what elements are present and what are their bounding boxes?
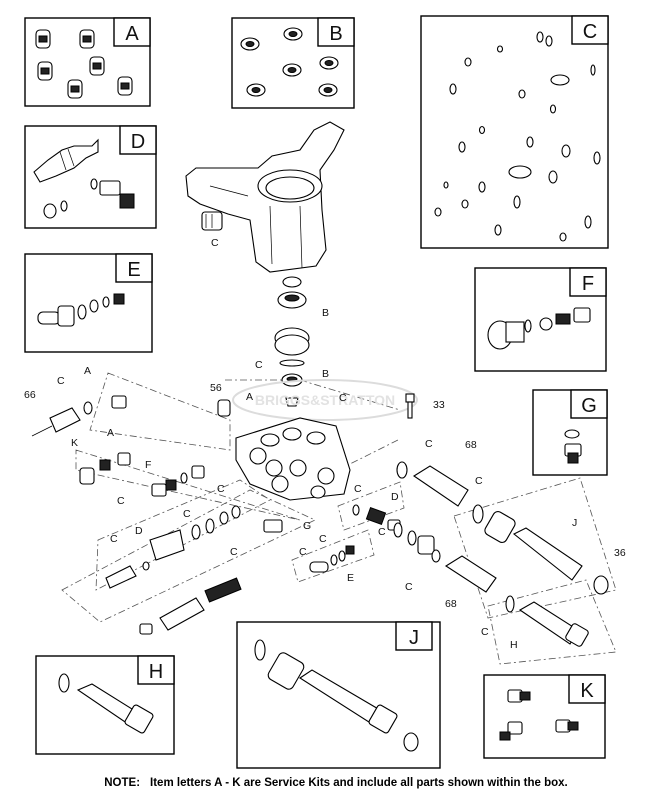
kit-g-box: G bbox=[532, 389, 608, 476]
callout-label: C bbox=[230, 546, 238, 558]
seal-part bbox=[240, 27, 339, 97]
callout-label: C bbox=[354, 483, 362, 495]
shaft-seal-part bbox=[201, 211, 223, 231]
callout-label: C bbox=[117, 495, 125, 507]
note-text: Item letters A - K are Service Kits and … bbox=[150, 777, 568, 789]
callout-label: G bbox=[303, 520, 311, 532]
footer-note: NOTE: Item letters A - K are Service Kits… bbox=[0, 777, 672, 789]
callout-label: C bbox=[339, 392, 347, 404]
kit-c-box: C bbox=[420, 15, 609, 249]
callout-label: C bbox=[255, 359, 263, 371]
kit-e-parts-in-diagram bbox=[309, 545, 355, 573]
callout-label: E bbox=[347, 572, 354, 584]
hose-fitting-assembly-j bbox=[472, 504, 609, 595]
kit-j-letter: J bbox=[409, 627, 419, 649]
kit-b-letter: B bbox=[329, 23, 342, 45]
kit-k-letter: K bbox=[580, 680, 594, 702]
callout-label: C bbox=[481, 626, 489, 638]
callout-label: C bbox=[378, 526, 386, 538]
callout-label: 33 bbox=[433, 399, 445, 411]
kit-f-box: F bbox=[474, 267, 607, 372]
callout-label: C bbox=[319, 533, 327, 545]
callout-label: A bbox=[107, 427, 114, 439]
callout-label: C bbox=[475, 475, 483, 487]
watermark-logo: BRIGGS&STRATTON bbox=[232, 379, 418, 421]
callout-label: 66 bbox=[24, 389, 36, 401]
callout-label: C bbox=[299, 546, 307, 558]
callout-label: 56 bbox=[210, 382, 222, 394]
callout-label: K bbox=[71, 437, 78, 449]
pump-crankcase bbox=[185, 121, 345, 273]
kit-k-box: K bbox=[483, 674, 606, 759]
kit-f-parts-in-diagram bbox=[151, 465, 205, 497]
kit-e-box: E bbox=[24, 253, 153, 353]
note-label: NOTE: bbox=[104, 777, 141, 789]
chemical-injector-part bbox=[37, 293, 125, 327]
callout-label: C bbox=[57, 375, 65, 387]
kit-e-letter: E bbox=[127, 259, 140, 281]
nozzle-part bbox=[35, 29, 133, 99]
callout-label: 68 bbox=[465, 439, 477, 451]
callout-label: D bbox=[135, 525, 143, 537]
bolt-part bbox=[405, 393, 415, 419]
plugs-part bbox=[79, 399, 283, 533]
callout-labels: C B C B A C 56 33 66 C A K A C F C C D C… bbox=[24, 237, 626, 651]
piston-stack bbox=[274, 276, 310, 407]
o-ring-part bbox=[434, 31, 601, 242]
kit-c-letter: C bbox=[583, 21, 597, 43]
kit-a-letter: A bbox=[125, 23, 139, 45]
callout-label: B bbox=[322, 307, 329, 319]
callout-label: C bbox=[211, 237, 219, 249]
kit-a-box: A bbox=[24, 17, 151, 107]
kit-b-box: B bbox=[231, 17, 355, 109]
callout-label: C bbox=[405, 581, 413, 593]
callout-label: 68 bbox=[445, 598, 457, 610]
kit-g-letter: G bbox=[581, 395, 597, 417]
kit-d-parts-in-diagram bbox=[352, 504, 401, 531]
kit-d-box: D bbox=[24, 125, 157, 229]
outlet-fitting-part bbox=[58, 673, 154, 734]
callout-label: J bbox=[572, 517, 577, 529]
callout-label: C bbox=[110, 533, 118, 545]
callout-label: H bbox=[510, 639, 518, 651]
kit-h-box: H bbox=[35, 655, 175, 755]
callout-label: D bbox=[391, 491, 399, 503]
spray-wand-part bbox=[31, 395, 127, 437]
outlet-assembly bbox=[393, 461, 497, 593]
unloader-valve-part bbox=[33, 138, 135, 219]
watermark-text: BRIGGS&STRATTON bbox=[255, 392, 395, 408]
callout-label: A bbox=[246, 391, 253, 403]
check-valve-part bbox=[487, 307, 591, 350]
kit-j-box: J bbox=[236, 621, 441, 769]
kit-d-letter: D bbox=[131, 131, 145, 153]
callout-label: B bbox=[322, 368, 329, 380]
drain-plug-part bbox=[564, 429, 582, 464]
callout-label: A bbox=[84, 365, 91, 377]
kit-f-letter: F bbox=[582, 273, 594, 295]
hose-connector-part bbox=[254, 639, 419, 752]
callout-label: F bbox=[145, 459, 151, 471]
callout-label: C bbox=[183, 508, 191, 520]
callout-label: C bbox=[425, 438, 433, 450]
kit-h-letter: H bbox=[149, 661, 163, 683]
manifold-body bbox=[235, 417, 351, 501]
plug-part bbox=[499, 689, 579, 741]
outlet-fitting-assembly-h bbox=[505, 595, 589, 647]
callout-label: C bbox=[217, 483, 225, 495]
callout-label: 36 bbox=[614, 547, 626, 559]
unloader-parts-in-diagram bbox=[105, 505, 242, 635]
